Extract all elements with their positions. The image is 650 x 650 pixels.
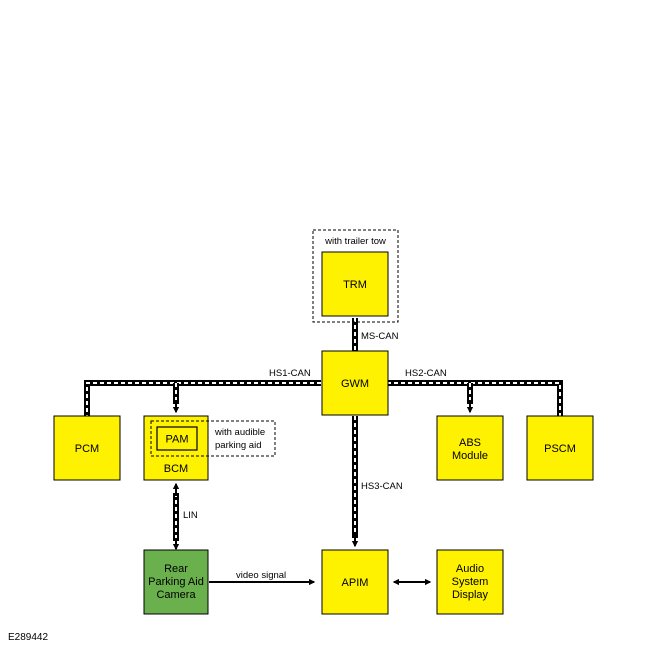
camera-label-line3: Camera	[156, 589, 196, 601]
pam-module[interactable]	[156, 426, 198, 451]
pam-label: PAM	[165, 434, 188, 446]
abs-label-line2: Module	[452, 450, 488, 462]
figure-id: E289442	[8, 632, 48, 643]
ms-can-label: MS-CAN	[361, 331, 399, 342]
pscm-module[interactable]	[526, 415, 594, 481]
camera-label-line2: Parking Aid	[148, 576, 204, 588]
abs-label-line1: ABS	[459, 437, 481, 449]
trailer-tow-option-box	[312, 229, 399, 323]
audible-parking-aid-option-box	[150, 420, 276, 457]
audio-label-line3: Display	[452, 589, 489, 601]
audio-label-line1: Audio	[456, 563, 484, 575]
hs2-can-label: HS2-CAN	[405, 368, 447, 379]
rear-camera-module[interactable]	[143, 549, 209, 615]
trm-module[interactable]	[321, 251, 389, 317]
apim-module[interactable]	[321, 549, 389, 615]
audible-option-line1: with audible	[214, 427, 265, 438]
bcm-label: BCM	[164, 463, 188, 475]
apim-label: APIM	[342, 577, 369, 589]
abs-module[interactable]	[436, 415, 504, 481]
audible-option-line2: parking aid	[215, 440, 261, 451]
hs3-can-label: HS3-CAN	[361, 481, 403, 492]
trm-label: TRM	[343, 279, 367, 291]
pcm-label: PCM	[75, 443, 99, 455]
video-signal-label: video signal	[236, 570, 286, 581]
gwm-label: GWM	[341, 378, 369, 390]
lin-label: LIN	[183, 510, 198, 521]
pscm-label: PSCM	[544, 443, 576, 455]
audio-label-line2: System	[452, 576, 489, 588]
gwm-module[interactable]	[321, 350, 389, 416]
hs2-can-bus	[387, 380, 563, 416]
hs1-can-bus	[84, 380, 321, 416]
audio-display-module[interactable]	[436, 549, 504, 615]
hs1-can-label: HS1-CAN	[269, 368, 311, 379]
camera-label-line1: Rear	[164, 563, 188, 575]
trailer-tow-label: with trailer tow	[324, 236, 386, 247]
pcm-module[interactable]	[53, 415, 121, 481]
